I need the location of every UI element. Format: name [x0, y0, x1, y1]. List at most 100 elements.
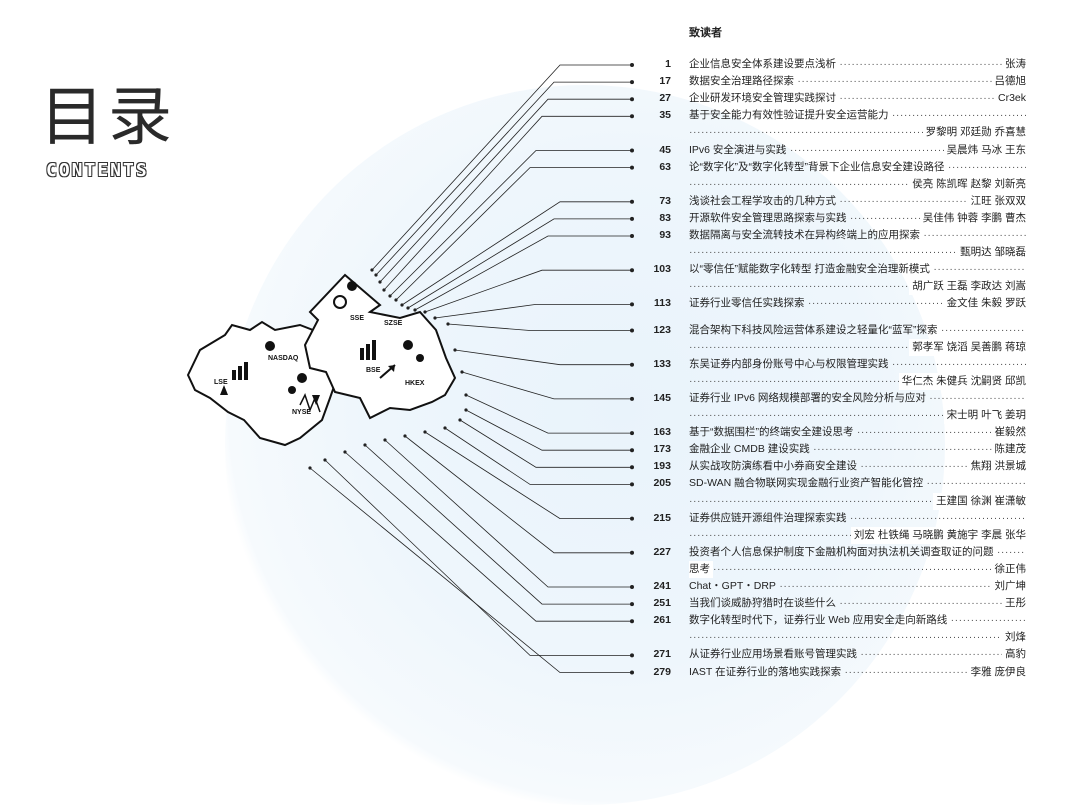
- toc-authors: 金文佳 朱毅 罗跃: [943, 295, 1026, 313]
- toc-title: Chat・GPT・DRP: [689, 578, 1026, 595]
- leader-dot: [374, 273, 378, 277]
- toc-title: IPv6 安全演进与实践: [689, 142, 1026, 159]
- toc-title: IAST 在证券行业的落地实践探索: [689, 664, 1026, 681]
- toc-page-number: 83: [659, 211, 671, 224]
- toc-authors: 郭孝军 饶滔 吴善鹏 蒋琼: [909, 338, 1026, 356]
- toc-title: 证券供应链开源组件治理探索实践: [689, 510, 1026, 527]
- toc-page-number: 279: [653, 665, 671, 678]
- leader-dot: [446, 322, 450, 326]
- leader-lines: [309, 64, 632, 673]
- leader-dot: [394, 298, 398, 302]
- toc-entry[interactable]: 205 SD-WAN 融合物联网实现金融行业资产智能化管控: [640, 475, 1040, 492]
- leader-line: [414, 235, 632, 311]
- toc-authors-line: 刘烽: [689, 629, 1026, 647]
- toc-page-number: 205: [653, 477, 671, 490]
- toc-authors: 崔毅然: [991, 424, 1026, 442]
- toc-entry[interactable]: 193从实战攻防演练看中小券商安全建设焦翔 洪景城: [640, 458, 1040, 476]
- leader-line: [424, 431, 632, 519]
- toc-entry[interactable]: 83开源软件安全管理思路探索与实践吴佳伟 钟蓉 李鹏 曹杰: [640, 209, 1040, 227]
- toc-page-number: 251: [653, 597, 671, 610]
- toc-entry[interactable]: 113证券行业零信任实践探索金文佳 朱毅 罗跃: [640, 295, 1040, 313]
- toc-page-number: 73: [659, 194, 671, 207]
- toc-page-number: 17: [659, 75, 671, 88]
- leader-dot: [630, 619, 634, 624]
- leader-line: [371, 64, 632, 271]
- toc-title: 以“零信任”赋能数字化转型 打造金融安全治理新模式: [689, 261, 1026, 278]
- leader-dot: [308, 466, 312, 470]
- toc-page-number: 133: [653, 357, 671, 370]
- toc-title: SD-WAN 融合物联网实现金融行业资产智能化管控: [689, 475, 1026, 492]
- leader-dot: [630, 585, 634, 589]
- toc-authors: 胡广跃 王磊 李政达 刘嵩: [909, 278, 1026, 296]
- toc-authors: 侯亮 陈凯晖 赵黎 刘新亮: [909, 175, 1026, 193]
- leader-line: [395, 167, 632, 301]
- toc-title: 基于“数据围栏”的终端安全建设思考: [689, 424, 1026, 441]
- leader-dot: [630, 148, 634, 153]
- toc-entry[interactable]: 45 IPv6 安全演进与实践吴晨炜 马冰 王东: [640, 141, 1040, 159]
- toc-authors: 宋士明 叶飞 姜玥: [943, 407, 1026, 424]
- toc-authors: Cr3ek: [994, 90, 1026, 108]
- toc-authors-line: 刘宏 杜铁绳 马晓鹏 黄施宇 李晨 张华: [689, 526, 1026, 544]
- toc-authors: 王彤: [1002, 595, 1026, 613]
- toc-page-number: 241: [653, 580, 671, 592]
- toc-title: 企业研发环境安全管理实践探讨: [689, 90, 1026, 107]
- leader-dot: [323, 458, 327, 462]
- toc-entry[interactable]: 241 Chat・GPT・DRP刘广坤: [640, 578, 1040, 595]
- leader-dot: [382, 288, 386, 292]
- leader-dot: [630, 448, 634, 453]
- leader-dot: [630, 114, 634, 119]
- toc-entry[interactable]: 271从证券行业应用场景看账号管理实践高豹: [640, 646, 1040, 664]
- leader-line: [379, 98, 632, 283]
- toc-title: 企业信息安全体系建设要点浅析: [689, 56, 1026, 73]
- toc-title: 混合架构下科技风险运营体系建设之轻量化“蓝军”探索: [689, 322, 1026, 339]
- sse-label: SSE: [350, 315, 364, 322]
- leader-dot: [630, 550, 634, 555]
- toc-entry[interactable]: 251当我们谈威胁狩猎时在谈些什么王彤: [640, 595, 1040, 613]
- toc-title: 金融企业 CMDB 建设实践: [689, 441, 1026, 458]
- toc-entry[interactable]: 73浅谈社会工程学攻击的几种方式江旺 张双双: [640, 192, 1040, 210]
- toc-page-number: 261: [653, 614, 671, 627]
- section-header: 致读者: [689, 27, 722, 39]
- toc-authors: 刘广坤: [991, 578, 1026, 595]
- leader-dot: [630, 80, 634, 85]
- leader-line: [407, 218, 632, 309]
- toc-authors: 吕德旭: [991, 73, 1026, 91]
- leader-dot: [363, 443, 367, 447]
- toc-entry[interactable]: 1企业信息安全体系建设要点浅析张涛: [640, 56, 1040, 73]
- leader-line: [384, 439, 632, 588]
- leader-dot: [388, 294, 392, 298]
- leader-line: [465, 394, 632, 434]
- leader-dot: [460, 370, 464, 374]
- toc-authors: 王建国 徐渊 崔潇敏: [933, 492, 1026, 510]
- leader-dot: [464, 408, 468, 412]
- toc-authors: 吴晨炜 马冰 王东: [943, 141, 1026, 159]
- toc-page-number: 45: [659, 143, 671, 156]
- leader-dot: [433, 316, 437, 320]
- toc-authors: 罗黎明 邓廷勋 乔喜慧: [922, 124, 1026, 142]
- toc-authors: 刘宏 杜铁绳 马晓鹏 黄施宇 李晨 张华: [850, 526, 1026, 544]
- toc-page-number: 173: [653, 443, 671, 456]
- leader-dot: [383, 438, 387, 442]
- toc-title: 基于安全能力有效性验证提升安全运营能力: [689, 107, 1026, 124]
- toc-entry[interactable]: 27企业研发环境安全管理实践探讨Cr3ek: [640, 90, 1040, 108]
- nasdaq-label: NASDAQ: [268, 355, 299, 362]
- toc-authors: 徐正伟: [991, 560, 1026, 578]
- toc-title: 数据安全治理路径探索: [689, 73, 1026, 90]
- toc-entry[interactable]: 17 数据安全治理路径探索吕德旭: [640, 73, 1040, 91]
- lse-label: LSE: [214, 379, 228, 386]
- leader-line: [404, 435, 632, 554]
